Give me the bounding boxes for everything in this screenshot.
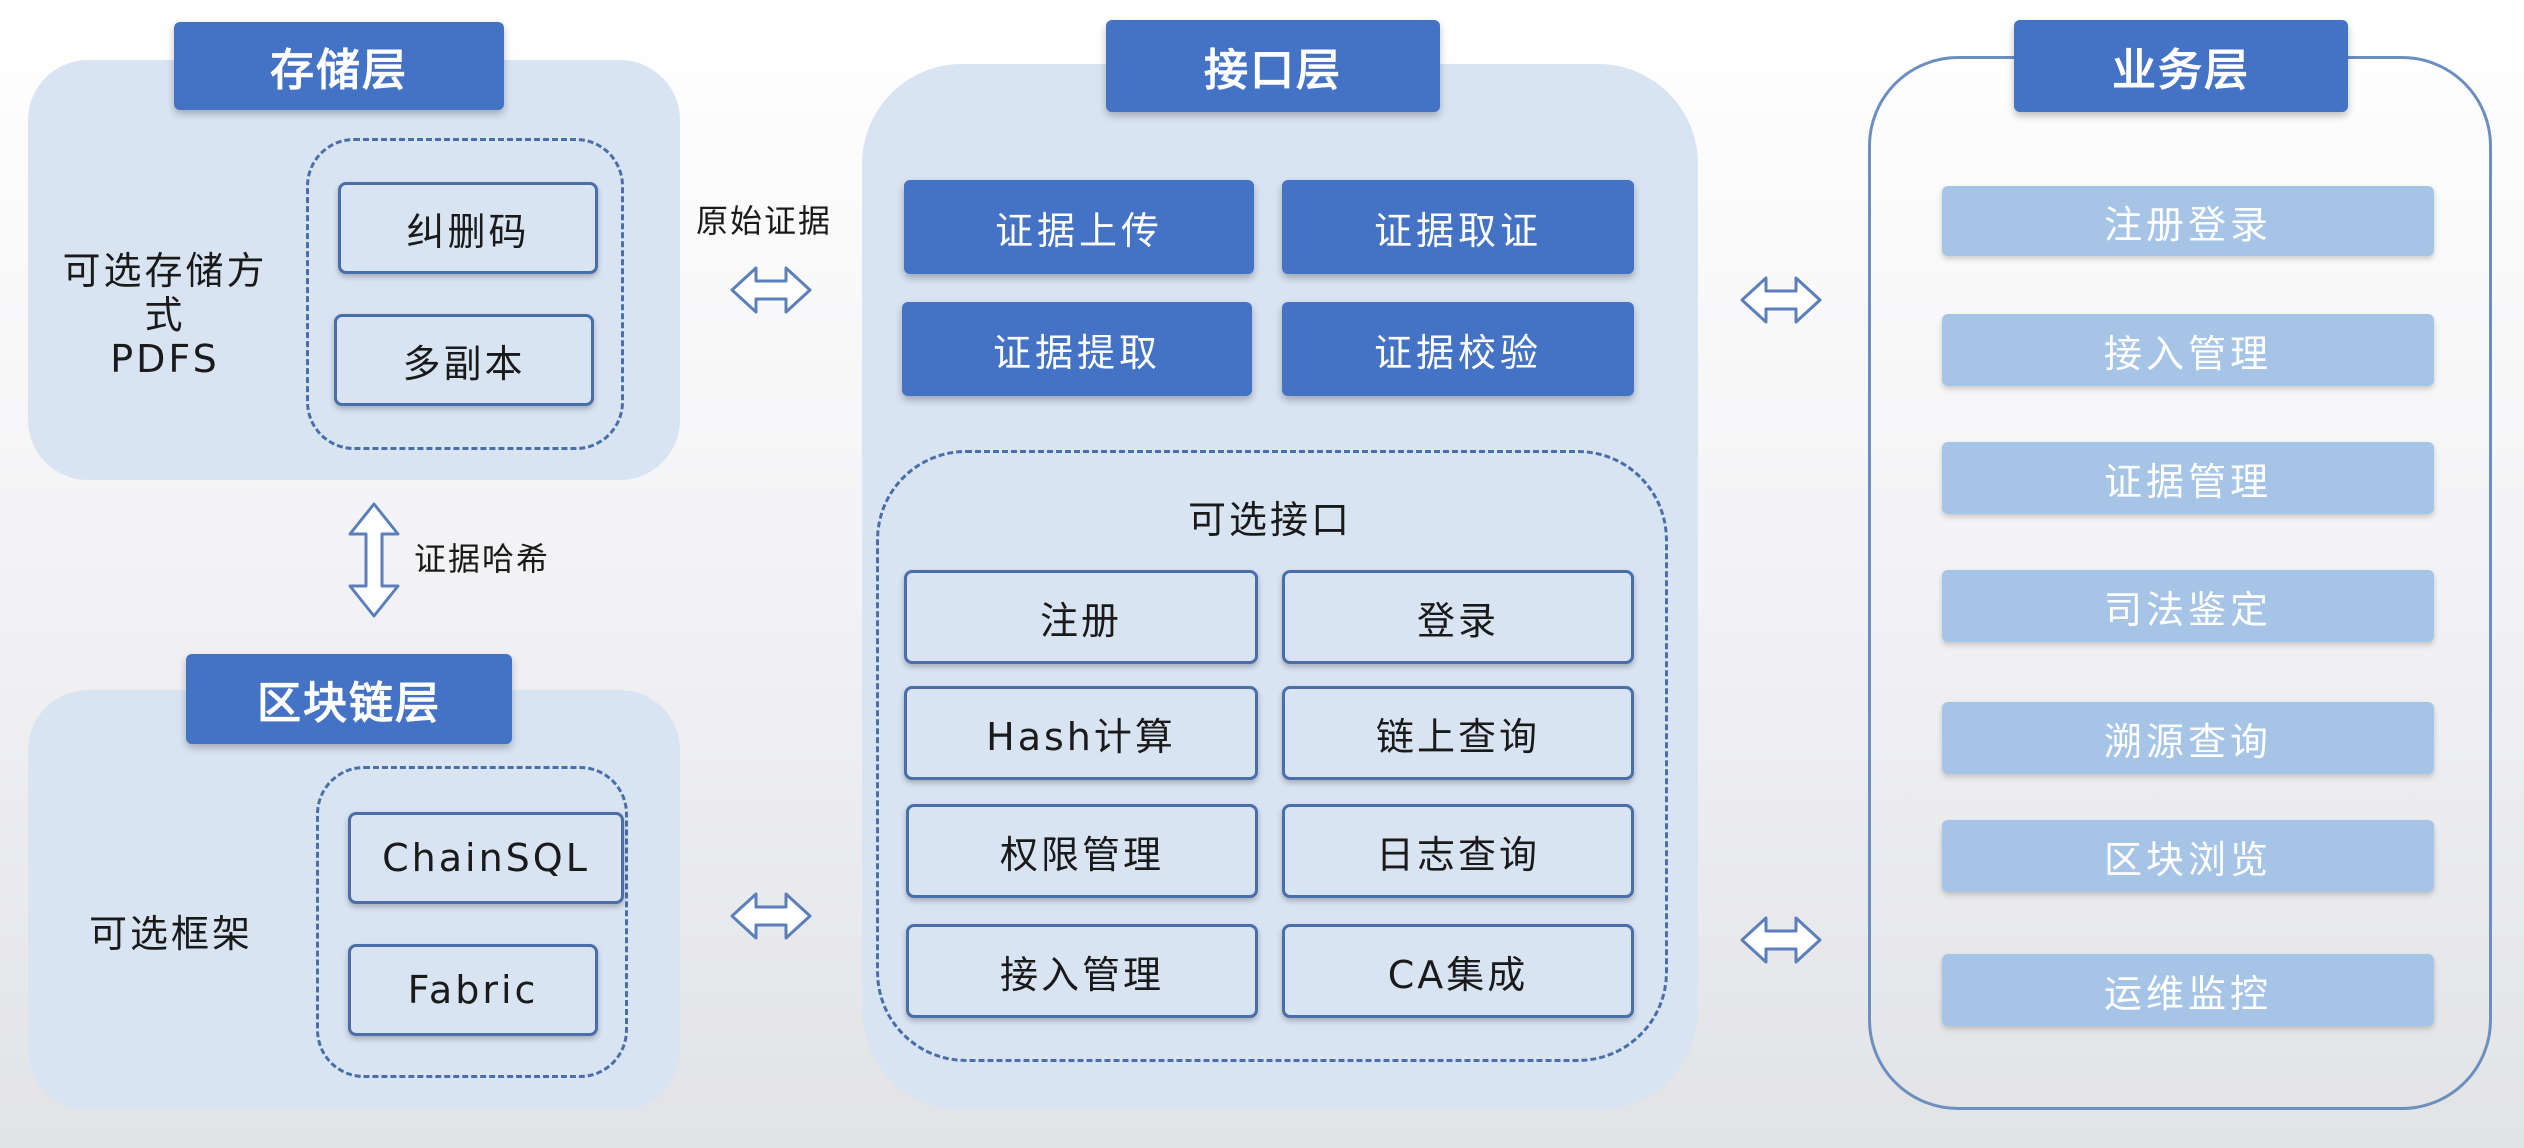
- interface-item-onchain-query: 链上查询: [1282, 686, 1634, 780]
- interface-item-log-query: 日志查询: [1282, 804, 1634, 898]
- blockchain-layer-title: 区块链层: [186, 654, 512, 744]
- evidence-collect-button: 证据取证: [1282, 180, 1634, 274]
- business-item-ops-monitoring: 运维监控: [1942, 954, 2434, 1026]
- storage-options-group: [306, 138, 624, 450]
- interface-item-ca-integration: CA集成: [1282, 924, 1634, 1018]
- double-arrow-horizontal-icon: [728, 262, 814, 318]
- storage-option-label: 可选存储方 式 PDFS: [40, 240, 290, 390]
- double-arrow-horizontal-icon: [1738, 272, 1824, 328]
- raw-evidence-label: 原始证据: [696, 202, 833, 240]
- evidence-verify-button: 证据校验: [1282, 302, 1634, 396]
- storage-layer-title: 存储层: [174, 22, 504, 110]
- interface-item-login: 登录: [1282, 570, 1634, 664]
- optional-interfaces-title: 可选接口: [1187, 497, 1352, 542]
- storage-option-line-3: PDFS: [110, 337, 220, 381]
- interface-item-access-management: 接入管理: [906, 924, 1258, 1018]
- blockchain-options-group: [316, 766, 628, 1078]
- business-item-evidence-management: 证据管理: [1942, 442, 2434, 514]
- optional-interfaces-group: [876, 450, 1668, 1062]
- interface-layer-title: 接口层: [1106, 20, 1440, 112]
- business-item-judicial-appraisal: 司法鉴定: [1942, 570, 2434, 642]
- interface-item-hash-compute: Hash计算: [904, 686, 1258, 780]
- double-arrow-horizontal-icon: [728, 888, 814, 944]
- business-item-access-management: 接入管理: [1942, 314, 2434, 386]
- double-arrow-vertical-icon: [346, 500, 402, 620]
- blockchain-option-label: 可选框架: [88, 911, 253, 956]
- business-layer-title: 业务层: [2014, 20, 2348, 112]
- evidence-extract-button: 证据提取: [902, 302, 1252, 396]
- evidence-hash-label: 证据哈希: [414, 540, 551, 578]
- blockchain-item-chainsql: ChainSQL: [348, 812, 624, 904]
- blockchain-item-fabric: Fabric: [348, 944, 598, 1036]
- business-item-register-login: 注册登录: [1942, 186, 2434, 256]
- interface-item-register: 注册: [904, 570, 1258, 664]
- storage-item-multi-replica: 多副本: [334, 314, 594, 406]
- evidence-upload-button: 证据上传: [904, 180, 1254, 274]
- business-item-traceability-query: 溯源查询: [1942, 702, 2434, 774]
- double-arrow-horizontal-icon: [1738, 912, 1824, 968]
- storage-option-line-2: 式: [144, 293, 186, 337]
- storage-item-erasure-code: 纠删码: [338, 182, 598, 274]
- business-item-block-browser: 区块浏览: [1942, 820, 2434, 892]
- storage-option-line-1: 可选存储方: [62, 249, 268, 293]
- interface-item-permission-management: 权限管理: [906, 804, 1258, 898]
